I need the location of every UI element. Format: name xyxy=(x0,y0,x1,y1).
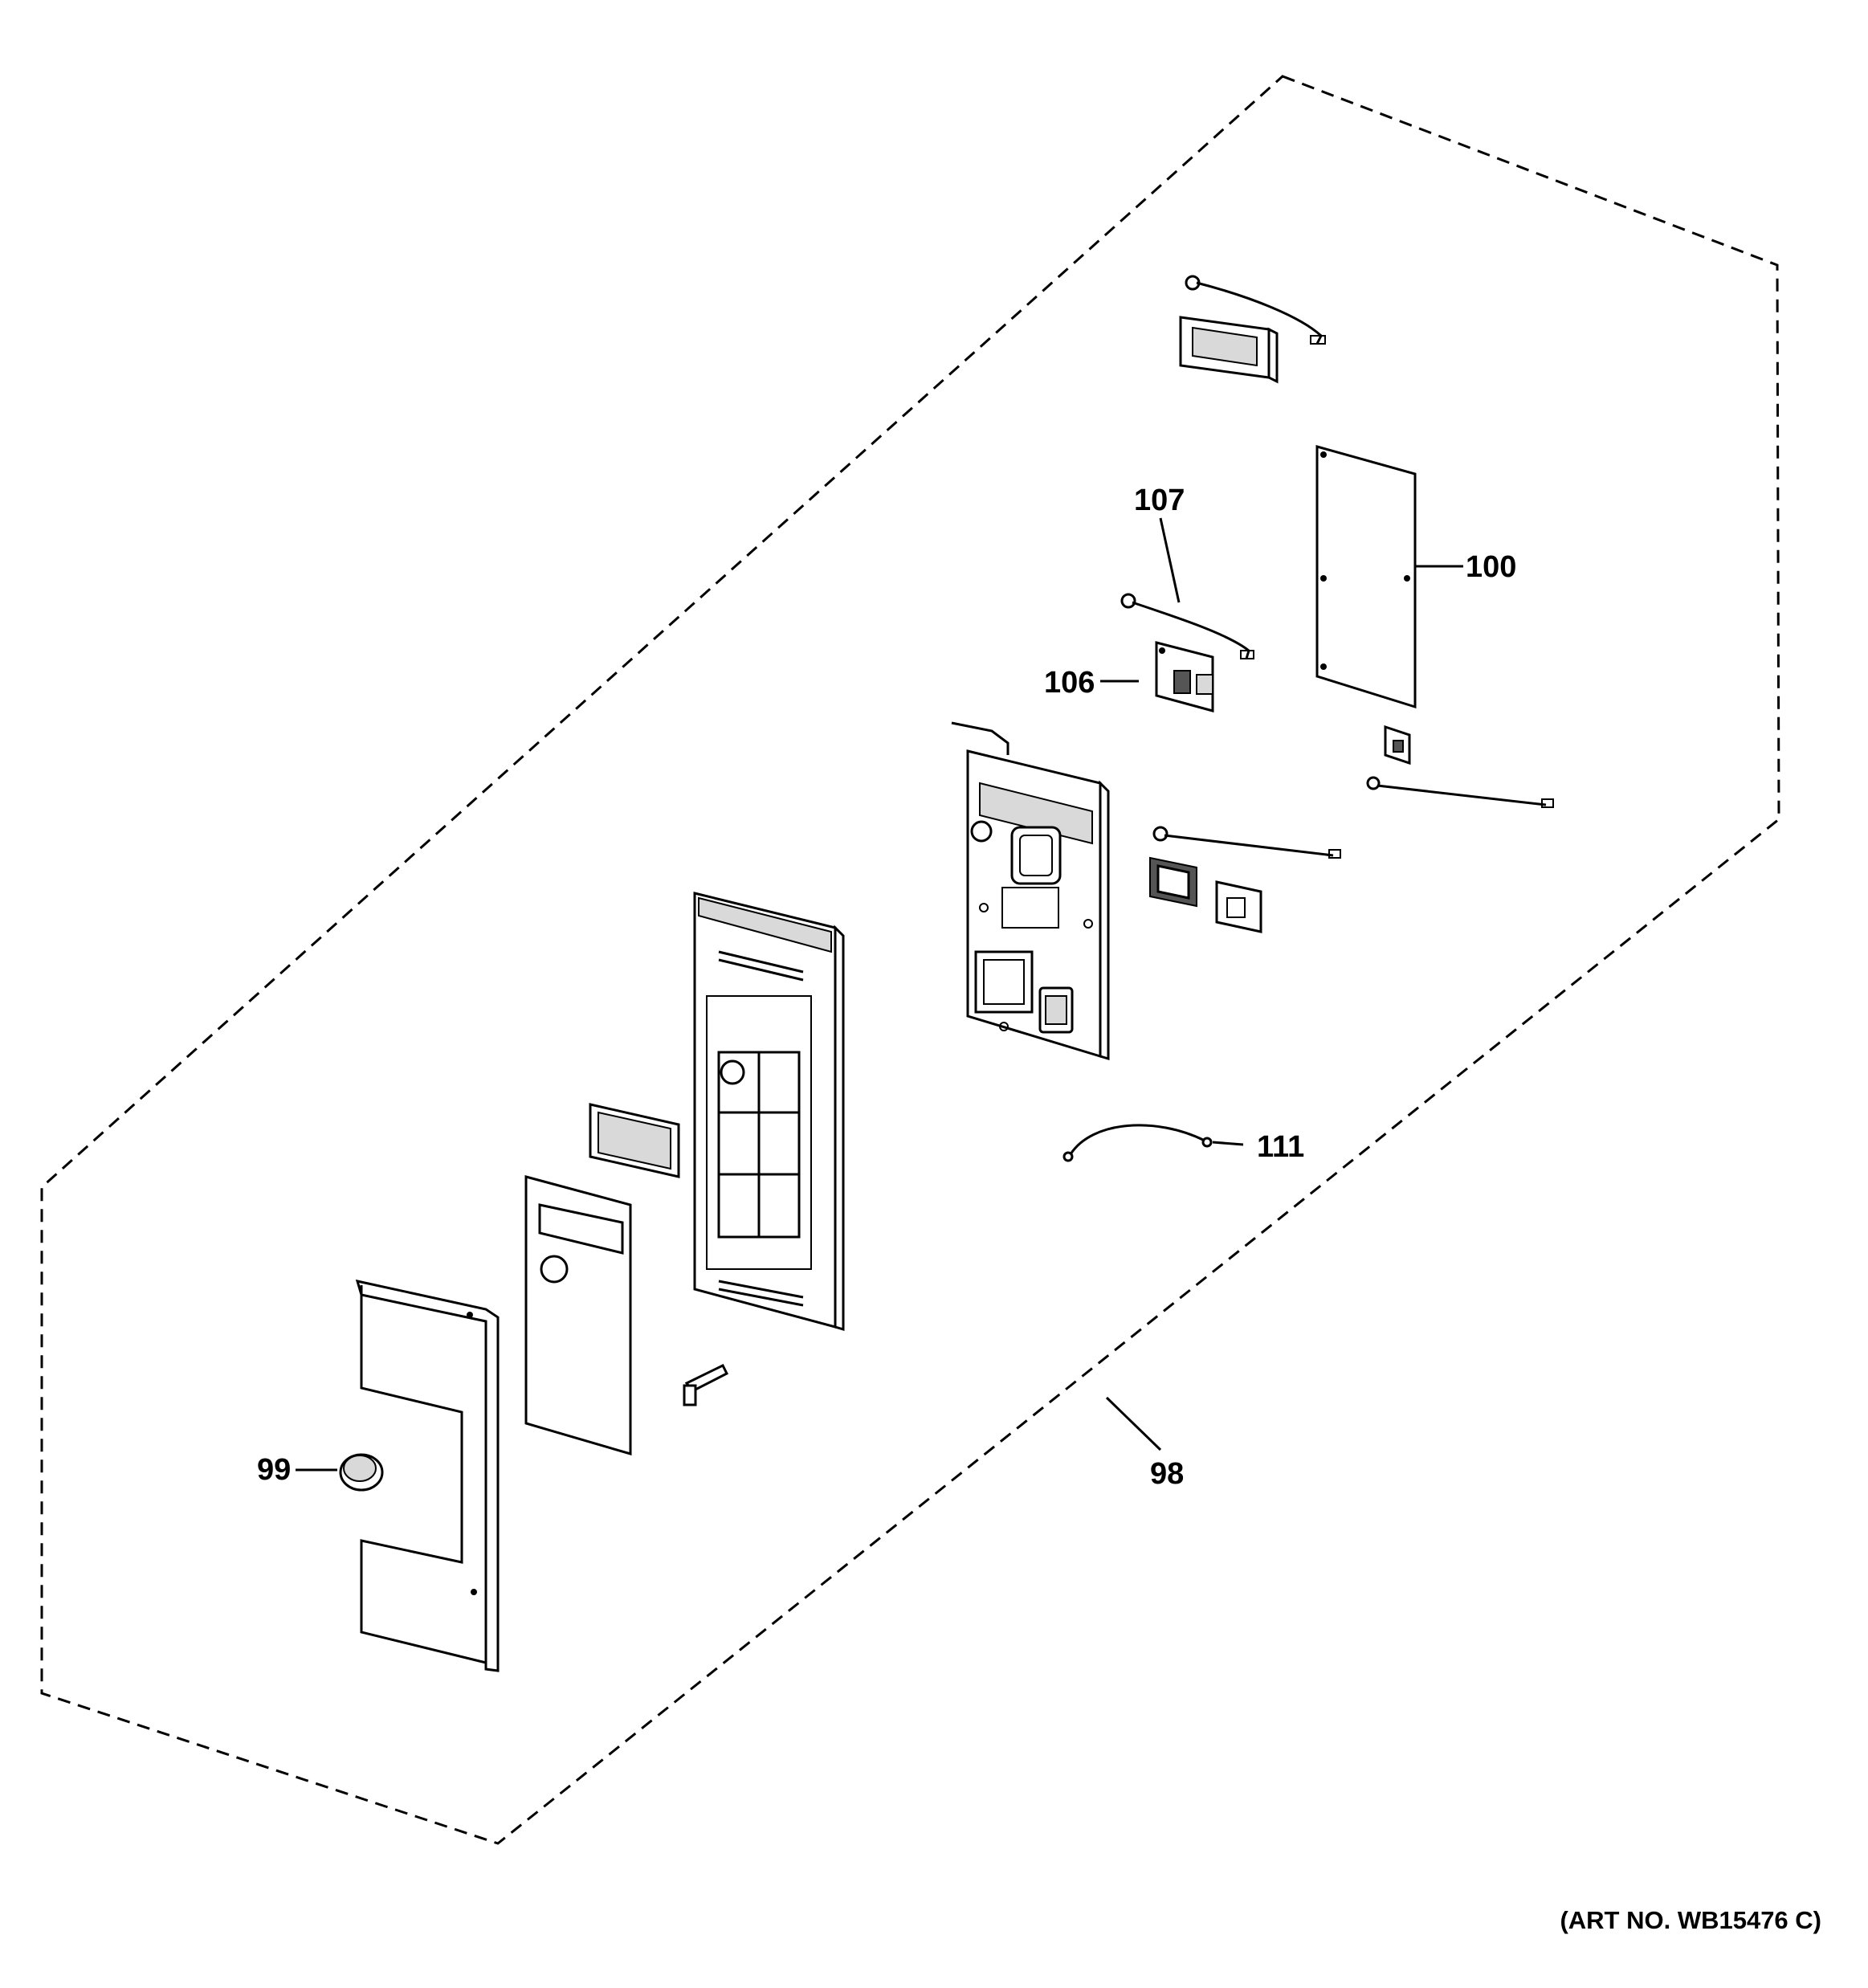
wire-harness-middle xyxy=(1152,826,1341,859)
long-wire-harness-right xyxy=(1366,776,1554,808)
small-switch-bracket xyxy=(1149,856,1197,908)
art-number: (ART NO. WB15476 C) xyxy=(1560,1906,1821,1934)
latch-lever xyxy=(683,1363,729,1406)
display-window xyxy=(589,1103,680,1178)
assembly-boundary xyxy=(40,75,1780,1845)
part-100-panel xyxy=(1315,445,1463,709)
part-106-switch xyxy=(1155,641,1214,712)
control-panel-frame xyxy=(951,721,1110,1061)
display-bracket xyxy=(1179,316,1279,384)
callout-100: 100 xyxy=(1466,550,1516,584)
callout-106: 106 xyxy=(1044,666,1095,700)
part-111-wire xyxy=(1062,1124,1244,1162)
part-107-harness xyxy=(1120,593,1254,659)
callout-111: 111 xyxy=(1257,1130,1304,1164)
display-harness-top xyxy=(1185,275,1326,345)
part-99-knob xyxy=(339,1453,384,1492)
callout-107: 107 xyxy=(1134,484,1185,517)
leader-107 xyxy=(1159,517,1181,603)
control-panel-overlay xyxy=(524,1175,632,1456)
leader-98 xyxy=(1105,1396,1162,1451)
callout-98: 98 xyxy=(1150,1457,1184,1491)
callout-99: 99 xyxy=(257,1453,291,1487)
door-trim-frame xyxy=(355,1279,500,1672)
door-frame-assembly xyxy=(693,892,845,1332)
small-latch-clip xyxy=(1384,725,1411,765)
small-label-plate xyxy=(1215,880,1262,933)
